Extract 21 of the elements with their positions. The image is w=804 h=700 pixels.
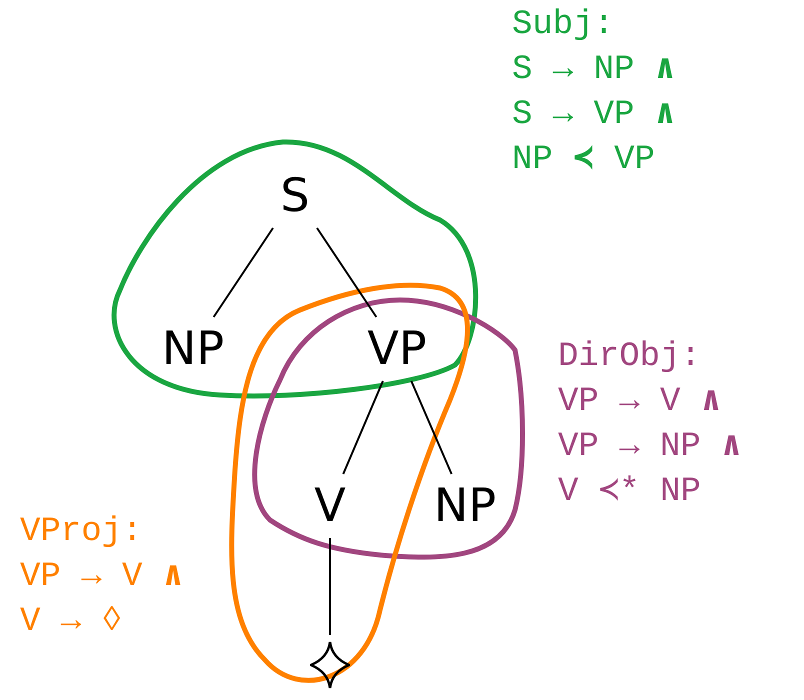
tree-branch: [342, 380, 384, 474]
tree-label: V: [314, 482, 346, 528]
tree-label: NP: [434, 482, 496, 528]
tree-branch: [410, 380, 452, 474]
tree-label: S: [280, 172, 310, 218]
constraint-text: V ≺* NP: [558, 475, 701, 509]
tree-branch: [212, 227, 274, 318]
tree-label: VP: [367, 325, 427, 371]
constraint-text: V → ◊: [20, 605, 122, 639]
constraint-text: VP → V ∧: [20, 560, 184, 594]
constraint-text: VP → V ∧: [558, 385, 722, 419]
constraint-text: VProj:: [20, 515, 142, 549]
constraint-text: S → VP ∧: [512, 98, 676, 132]
constraint-text: VP → NP ∧: [558, 430, 742, 464]
constraint-text: S → NP ∧: [512, 53, 676, 87]
constraint-text: DirObj:: [558, 340, 701, 374]
tree-label: NP: [162, 325, 224, 371]
constraint-text: Subj:: [512, 8, 614, 42]
tree-branch: [316, 227, 378, 318]
tree-branch: [329, 538, 331, 635]
constraint-text: NP ≺ VP: [512, 143, 655, 177]
